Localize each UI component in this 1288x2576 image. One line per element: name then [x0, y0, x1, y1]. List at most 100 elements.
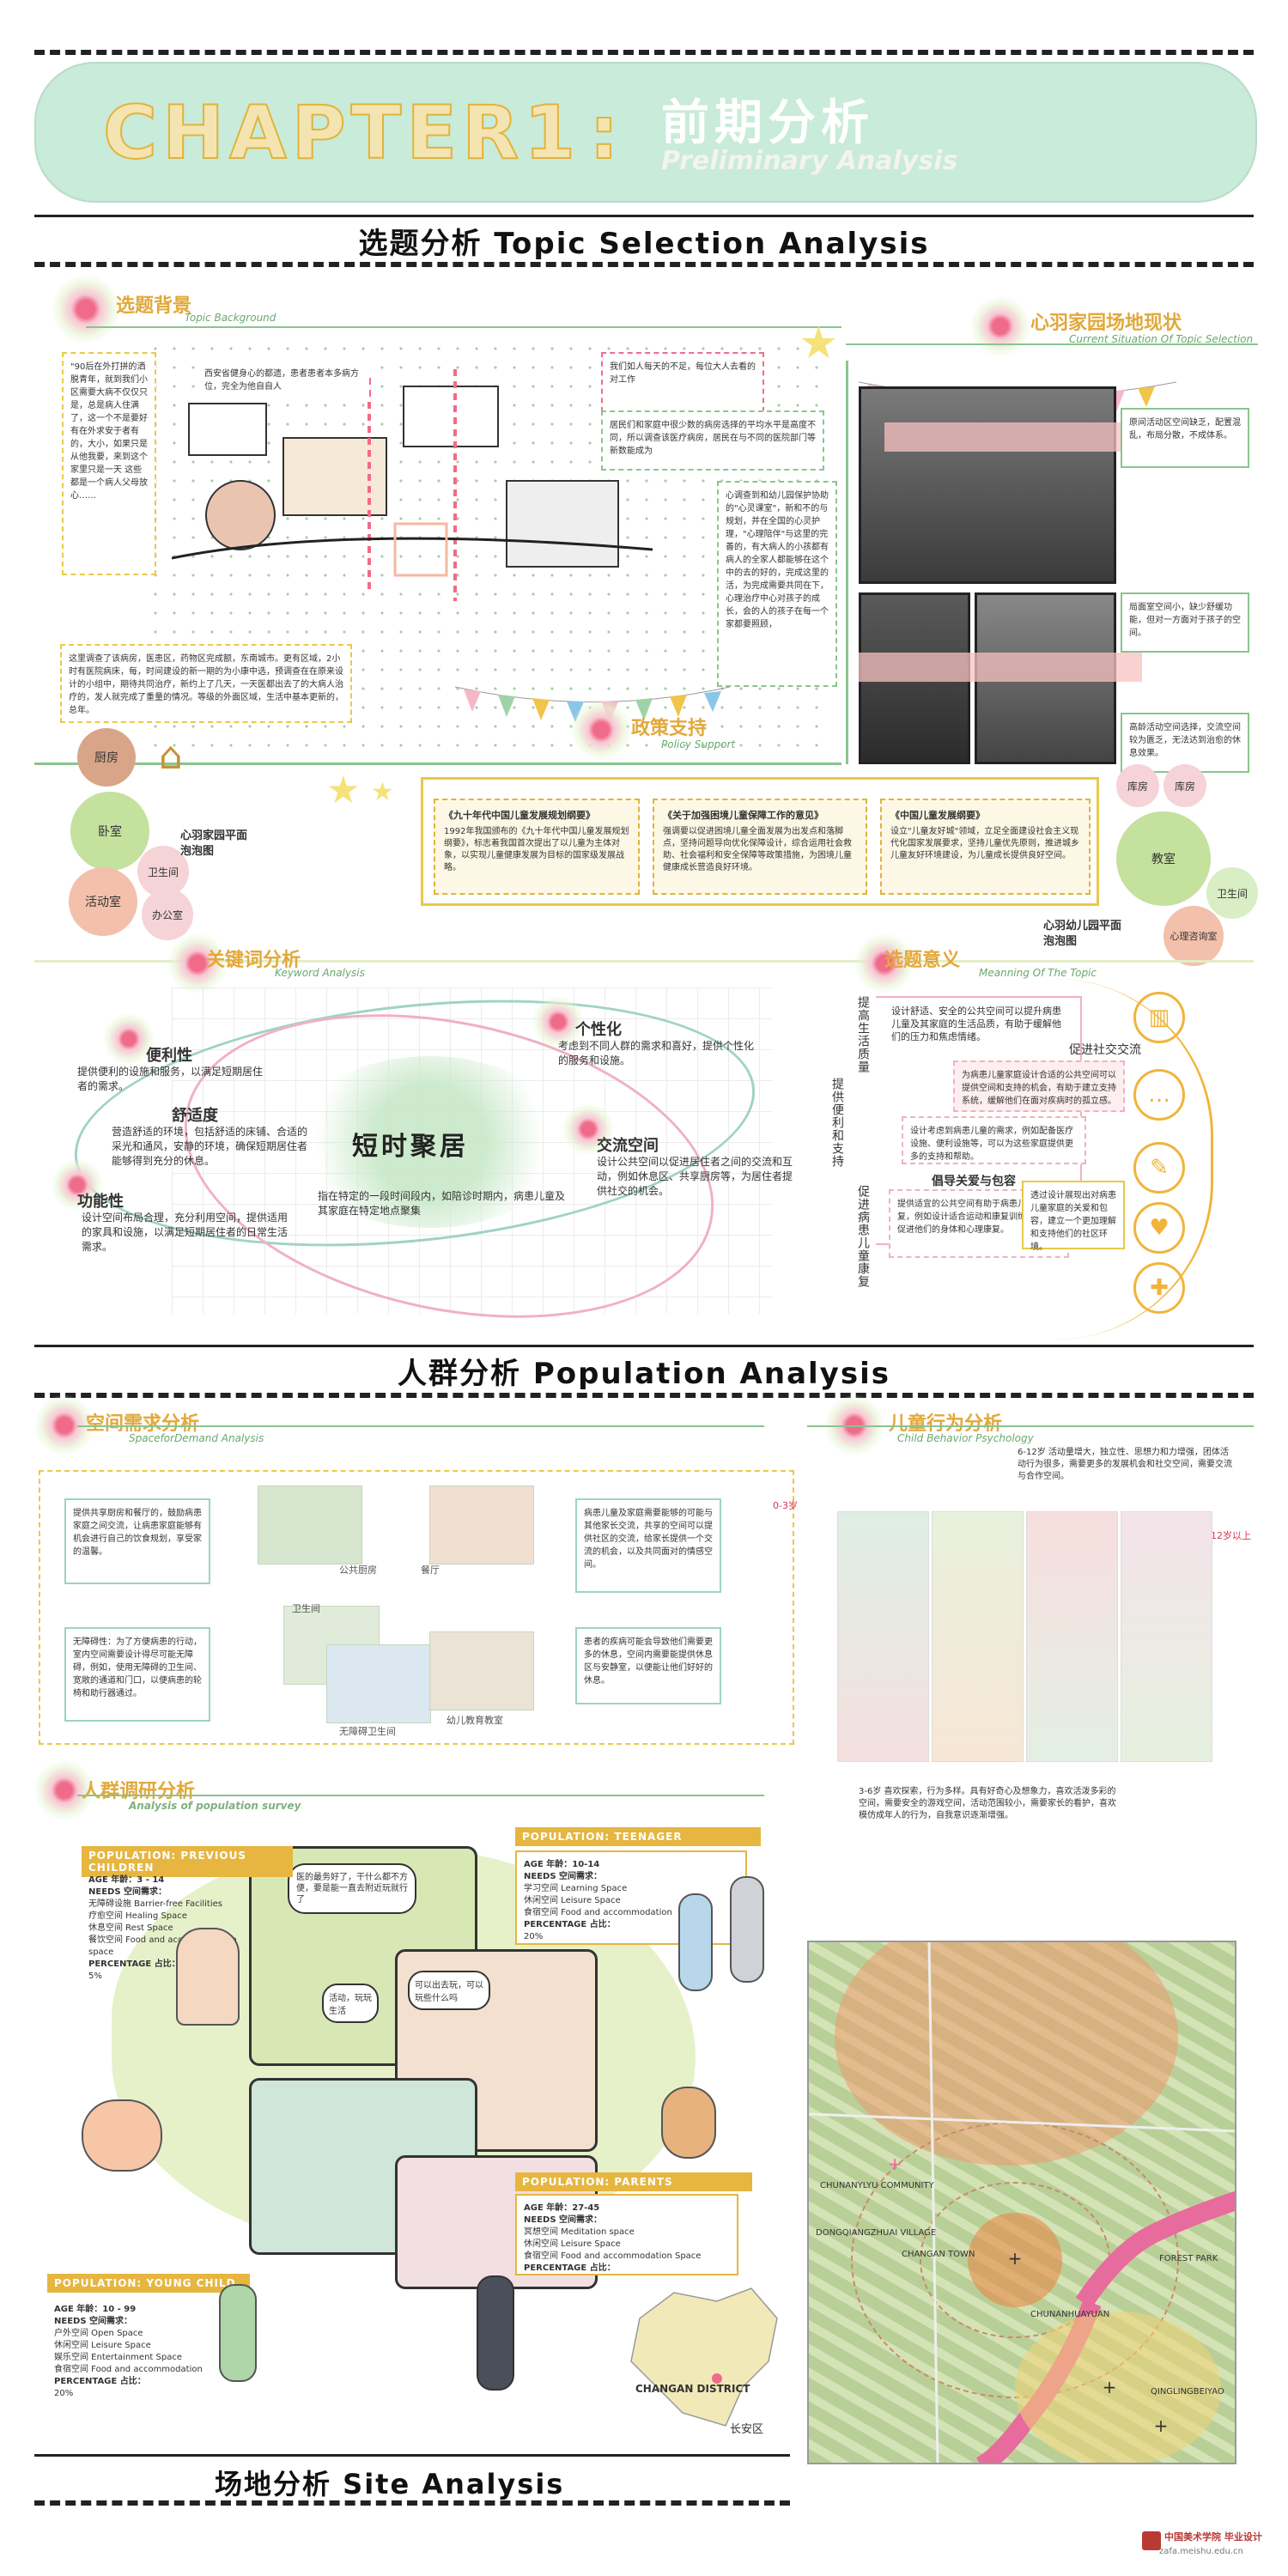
svg-text:+: + — [888, 2154, 902, 2174]
space-text-3: 病患儿童及家庭需要能够的可能与其他家长交流，共享的空间可以提供社区的交流，给家长… — [575, 1498, 721, 1593]
watermark-text: 中国美术学院 毕业设计 — [1164, 2531, 1262, 2543]
policy-glow-marker — [571, 700, 631, 760]
kw-glow-4 — [532, 996, 584, 1048]
pop-teen-pct-label: PERCENTAGE 占比： — [524, 1920, 616, 1929]
situation-note-3: 高龄活动空间选择，交流空间较为匮乏，无法达到治愈的休息效果。 — [1121, 713, 1249, 773]
keyword-convenience-title: 便利性 — [146, 1047, 192, 1065]
space-text-1: 提供共享厨房和餐厅的，鼓励病患家庭之间交流，让病患家庭能够有机会进行自己的饮食规… — [64, 1498, 210, 1584]
keyword-comfort-text: 营造舒适的环境，包括舒适的床铺、合适的采光和通风，安静的环境，确保短期居住者能够… — [112, 1126, 308, 1167]
iso-classroom — [429, 1631, 534, 1710]
child-age-0-3: 0-3岁 — [773, 1500, 798, 1511]
watermark-logo — [1142, 2531, 1161, 2550]
iso-label-accessible: 无障碍卫生间 — [339, 1726, 396, 1737]
keyword-exchange-title: 交流空间 — [597, 1137, 659, 1155]
child-panel-1 — [837, 1511, 929, 1762]
pop-card-young: AGE 年龄：10 - 99 NEEDS 空间需求： 户外空间 Open Spa… — [47, 2297, 228, 2404]
header-title-en: Preliminary Analysis — [661, 146, 958, 176]
room-bubble-bedroom: 卧室 — [70, 792, 149, 871]
pop-young-age: AGE 年龄：10 - 99 — [54, 2305, 137, 2314]
background-glow-marker — [52, 275, 120, 343]
site-label-6: QINGLINGBEIYAO — [1151, 2387, 1224, 2397]
situation-subtitle: Current Situation Of Topic Selection — [1069, 333, 1254, 345]
situation-glow-marker — [970, 296, 1030, 356]
pop-teen-need-3: 食宿空间 Food and accommodation — [524, 1908, 672, 1917]
keyword-personal-title: 个性化 — [575, 1021, 622, 1039]
iso-label-toilet: 卫生间 — [292, 1603, 320, 1614]
policy-card-2-title: 《关于加强困境儿童保障工作的意见》 — [663, 810, 823, 821]
policy-card-1-text: 1992年我国颁布的《九十年代中国儿童发展规划纲要》，标志着我国首次提出了以儿童… — [444, 827, 629, 872]
keyword-center-glow — [292, 1056, 567, 1228]
site-label-5: CHUNANHUAYUAN — [1030, 2310, 1110, 2319]
svg-text:+: + — [1154, 2415, 1169, 2436]
child-panel-2 — [932, 1511, 1024, 1762]
space-rule — [77, 1425, 764, 1427]
child-age-top-text: 6-12岁 活动量增大，独立性、思想力和力增强，团体活动行为很多，需要更多的发展… — [1018, 1448, 1232, 1481]
pop-young-need-4: 食宿空间 Food and accommodation — [54, 2365, 203, 2374]
keyword-function-text: 设计空间布局合理，充分利用空间，提供适用的家具和设施，以满足短期居住者的日常生活… — [82, 1212, 289, 1253]
iso-accessible-toilet — [326, 1644, 431, 1723]
background-text-mid: 居民们和家庭中很少数的病房选择的平均水平是高度不同，所以调查该医疗病房，居民在与… — [601, 410, 824, 471]
floor-plan-label: 心羽家园平面泡泡图 — [180, 829, 248, 858]
topic-section-title: 选题分析 Topic Selection Analysis — [0, 220, 1288, 262]
pop-parents-need-1: 冥想空间 Meditation space — [524, 2227, 635, 2237]
meaning-group-1: 提高生活质量 — [856, 996, 870, 1073]
pop-teen-need-2: 休闲空间 Leisure Space — [524, 1896, 621, 1905]
space-text-4: 患者的疾病可能会导致他们需要更多的休息，空间内需要能提供休息区与安静室，以便能让… — [575, 1627, 721, 1704]
watermark-url: zafa.meishu.edu.cn — [1159, 2547, 1243, 2556]
survey-rule — [77, 1795, 764, 1796]
star-icon: ★ — [799, 318, 839, 369]
pop-card-parents: AGE 年龄：27-45 NEEDS 空间需求： 冥想空间 Meditation… — [515, 2194, 738, 2275]
population-dash — [34, 1393, 1254, 1398]
survey-glow-marker — [34, 1760, 94, 1820]
pop-head-young: POPULATION: YOUNG CHILD — [47, 2274, 250, 2293]
meaning-title: 选题意义 — [884, 950, 961, 971]
pop-children-need-3: 休息空间 Rest Space — [88, 1923, 173, 1933]
policy-card-2-text: 强调要以促进困境儿童全面发展为出发点和落脚点，坚持问题导向优化保障设计，综合运用… — [663, 827, 852, 872]
chapter-colon: : — [588, 89, 624, 177]
room-bubble-office: 办公室 — [142, 889, 193, 940]
chapter-title: CHAPTER1: — [102, 89, 624, 177]
svg-text:+: + — [1103, 2377, 1117, 2397]
population-section-label: 人群分析 Population Analysis — [382, 1357, 906, 1391]
chapter-label: CHAPTER1 — [102, 89, 581, 177]
header-title-cn: 前期分析 — [661, 95, 874, 151]
iso-label-kitchen: 公共厨房 — [339, 1564, 377, 1576]
figure-parent-1 — [661, 2087, 716, 2159]
pop-children-age: AGE 年龄：3 - 14 — [88, 1875, 165, 1885]
pop-young-need-3: 娱乐空间 Entertainment Space — [54, 2353, 182, 2362]
situation-photo-1 — [859, 386, 1116, 584]
illustration-sketch — [171, 352, 653, 610]
pop-parents-needs-label: NEEDS 空间需求： — [524, 2215, 603, 2225]
background-text-top: 西安省健身心的都遗，患者患者本多病方位，完全为他自自人 — [197, 361, 369, 402]
figure-teen-1 — [678, 1893, 713, 1991]
site-section-title: 场地分析 Site Analysis — [215, 2468, 565, 2500]
top-dash-border — [34, 50, 1254, 55]
site-map-svg: + + + + — [809, 1942, 1235, 2463]
photo-highlight-2 — [859, 653, 1142, 682]
situation-vline — [846, 361, 848, 764]
situation-note-2: 局面室空间小，缺少舒缓功能，但对一方面对于孩子的空间。 — [1121, 592, 1249, 653]
child-behavior-title: 儿童行为分析 — [889, 1413, 1003, 1435]
keyword-convenience-text: 提供便利的设施和服务，以满足短期居住者的需求。 — [77, 1066, 264, 1092]
topic-rule-top — [34, 215, 1254, 217]
pop-head-teenager: POPULATION: TEENAGER — [515, 1827, 761, 1846]
pop-parents-age: AGE 年龄：27-45 — [524, 2203, 600, 2213]
space-demand-title: 空间需求分析 — [86, 1413, 200, 1435]
situation-rule — [846, 343, 1258, 345]
speech-bubble-3: 可以出去玩，可以玩些什么吗 — [408, 1971, 490, 2010]
district-map-svg — [630, 2287, 778, 2427]
topic-section-label: 选题分析 Topic Selection Analysis — [343, 227, 945, 261]
room-bubble-activity: 活动室 — [69, 867, 137, 936]
meaning-item-3: 设计考虑到病患儿童的需求，例如配备医疗设施、便利设施等，可以为这些家庭提供更多的… — [902, 1116, 1086, 1164]
keyword-function-title: 功能性 — [77, 1193, 124, 1211]
iso-label-dining: 餐厅 — [421, 1564, 440, 1576]
pop-teen-age: AGE 年龄：10-14 — [524, 1860, 600, 1869]
population-section-title: 人群分析 Population Analysis — [0, 1350, 1288, 1392]
figure-wheelchair-child — [176, 1928, 240, 2026]
speech-bubble-2: 活动，玩玩 生活 — [322, 1984, 379, 2023]
pop-parents-need-2: 休闲空间 Leisure Space — [524, 2239, 621, 2249]
pop-young-need-1: 户外空间 Open Space — [54, 2329, 143, 2338]
survey-title: 人群调研分析 — [82, 1781, 196, 1802]
kg-plan-label: 心羽幼儿园平面泡泡图 — [1043, 920, 1122, 948]
pop-teen-pct: 20% — [524, 1932, 544, 1941]
